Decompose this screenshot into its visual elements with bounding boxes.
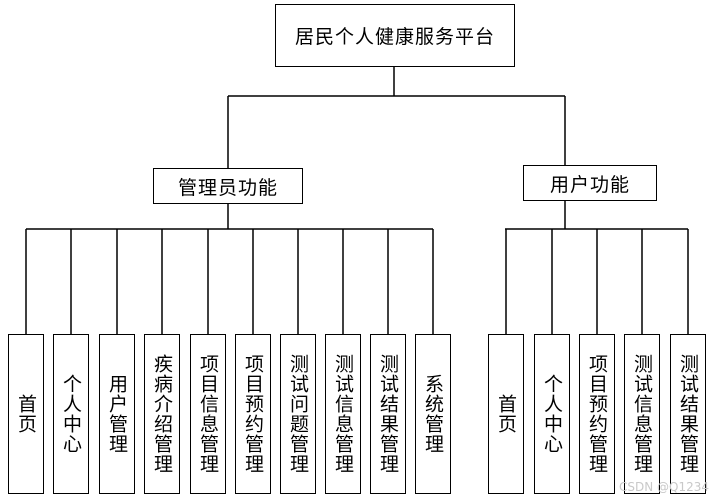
- leaf-label: 首页: [495, 394, 517, 434]
- leaf-admin-test-info: 测试信息管理: [325, 334, 361, 494]
- leaf-label: 项目预约管理: [586, 354, 608, 474]
- leaf-label: 用户管理: [106, 374, 128, 454]
- leaf-admin-profile: 个人中心: [53, 334, 89, 494]
- leaf-admin-system: 系统管理: [415, 334, 451, 494]
- group-node-user: 用户功能: [523, 165, 657, 201]
- group-label-admin: 管理员功能: [177, 176, 278, 199]
- leaf-label: 项目信息管理: [197, 354, 219, 474]
- leaf-user-appointments: 项目预约管理: [579, 334, 615, 494]
- leaf-admin-project-info: 项目信息管理: [190, 334, 226, 494]
- group-label-user: 用户功能: [549, 173, 630, 196]
- leaf-label: 项目预约管理: [242, 354, 264, 474]
- leaf-user-profile: 个人中心: [534, 334, 570, 494]
- leaf-label: 个人中心: [541, 374, 563, 454]
- leaf-admin-test-results: 测试结果管理: [370, 334, 406, 494]
- leaf-label: 测试结果管理: [377, 354, 399, 474]
- leaf-label: 个人中心: [60, 374, 82, 454]
- leaf-label: 测试信息管理: [332, 354, 354, 474]
- root-label: 居民个人健康服务平台: [294, 26, 495, 48]
- leaf-label: 疾病介绍管理: [151, 354, 173, 474]
- leaf-label: 测试信息管理: [631, 354, 653, 474]
- leaf-admin-home: 首页: [8, 334, 44, 494]
- leaf-label: 首页: [15, 394, 37, 434]
- leaf-label: 测试结果管理: [677, 354, 699, 474]
- leaf-admin-test-questions: 测试问题管理: [280, 334, 316, 494]
- leaf-admin-disease: 疾病介绍管理: [144, 334, 180, 494]
- leaf-label: 系统管理: [422, 374, 444, 454]
- root-node: 居民个人健康服务平台: [275, 4, 515, 67]
- leaf-user-home: 首页: [488, 334, 524, 494]
- leaf-admin-appointments: 项目预约管理: [235, 334, 271, 494]
- leaf-user-test-info: 测试信息管理: [624, 334, 660, 494]
- group-node-admin: 管理员功能: [153, 168, 303, 204]
- watermark: CSDN @Q1234: [618, 480, 709, 494]
- leaf-user-test-results: 测试结果管理: [670, 334, 706, 494]
- leaf-admin-users: 用户管理: [99, 334, 135, 494]
- leaf-label: 测试问题管理: [287, 354, 309, 474]
